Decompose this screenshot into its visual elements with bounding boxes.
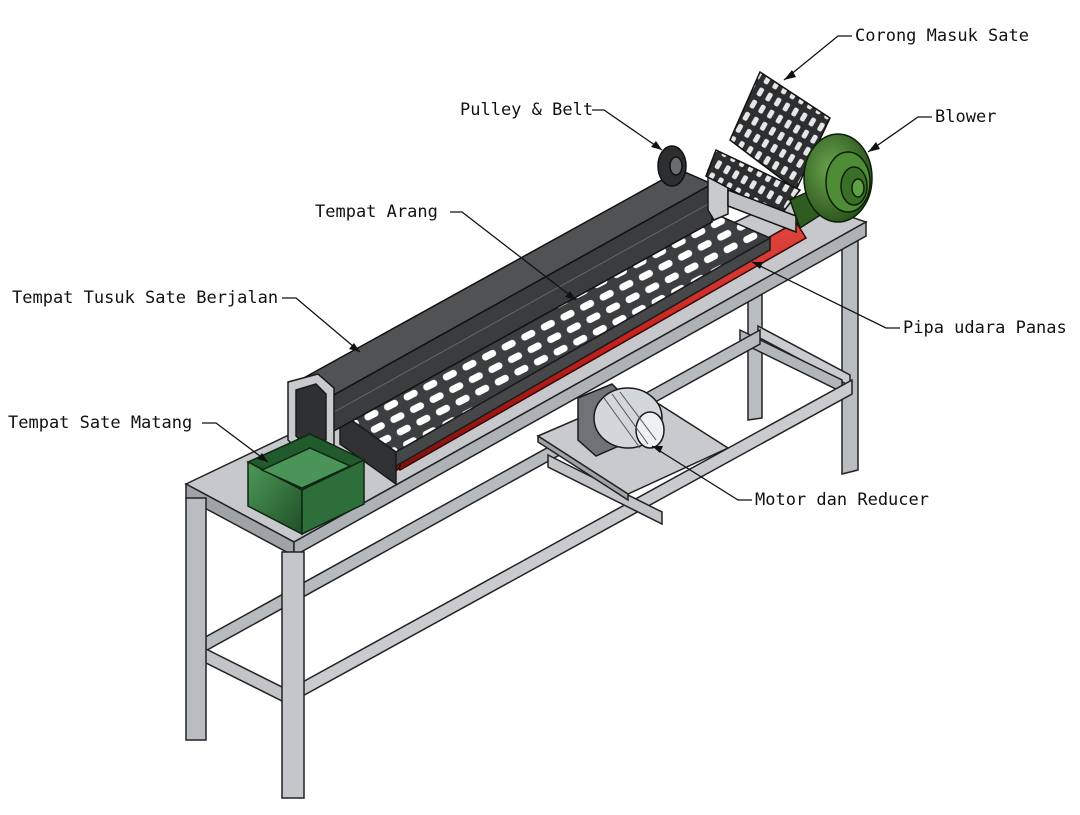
label-motor-reducer: Motor dan Reducer [755,490,929,510]
charcoal-tray-front-wall [339,410,397,486]
front-left-leg [185,497,207,741]
leader-pulley [592,109,663,151]
back-right-leg [841,221,859,475]
leader-tusuk [282,297,361,353]
finished-bin [246,433,366,536]
leader-motor [651,445,752,501]
lower-rail-left [195,642,297,710]
charcoal-tray-side-wall [395,236,771,468]
motor-reducer [577,383,665,457]
bin-floor [260,447,352,489]
label-blower: Blower [935,107,997,127]
hopper-back [729,70,831,192]
input-hopper [705,70,831,234]
label-tempat-tusuk-sate: Tempat Tusuk Sate Berjalan [12,288,279,308]
bin-side [301,458,365,536]
blower-hub [851,178,865,198]
leader-blower [867,116,932,153]
front-middle-leg [281,551,305,799]
leader-pipa [751,261,900,329]
leader-arrowheads [257,70,880,462]
leader-matang [202,422,269,463]
leader-corong [783,35,852,81]
label-pulley-belt: Pulley & Belt [460,100,594,120]
motor-plate-edge [537,434,629,502]
blower [789,133,873,230]
label-tempat-arang: Tempat Arang [315,202,438,222]
motor-endcap [635,411,665,449]
leader-arang [450,211,577,301]
label-pipa-udara-panas: Pipa udara Panas [903,318,1067,338]
left-bracket-inner [295,383,327,447]
leader-lines [202,35,932,501]
hopper-base [727,188,797,234]
pulley-belt [657,145,687,187]
label-corong-masuk-sate: Corong Masuk Sate [855,26,1029,46]
label-tempat-sate-matang: Tempat Sate Matang [8,413,193,433]
frame-front-legs [185,497,305,799]
